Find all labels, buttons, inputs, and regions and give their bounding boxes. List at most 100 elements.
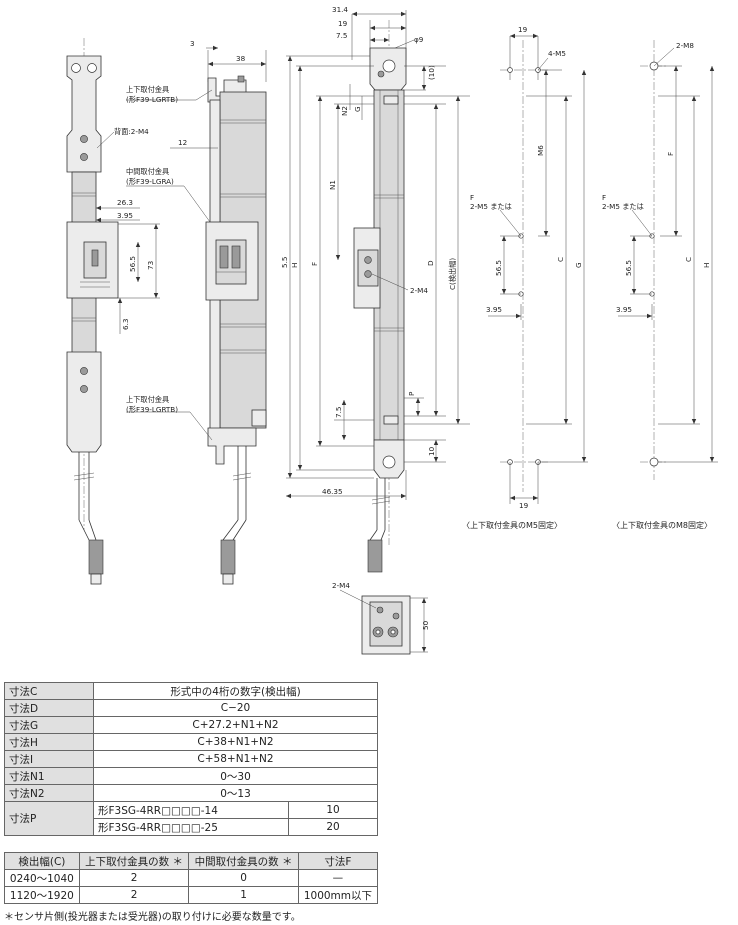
svg-text:38: 38	[236, 54, 246, 63]
dimension-label: 寸法H	[4, 733, 94, 751]
dimension-value: C−20	[93, 699, 378, 717]
svg-text:73: 73	[146, 261, 155, 270]
model-name: 形F3SG-4RR□□□□-14	[93, 801, 289, 819]
svg-text:7.5: 7.5	[334, 407, 343, 418]
dimension-value: 20	[288, 818, 378, 836]
svg-text:19: 19	[338, 19, 348, 28]
svg-text:5.5: 5.5	[280, 257, 289, 268]
svg-text:56.5: 56.5	[128, 256, 137, 272]
side-connector	[220, 539, 236, 575]
svg-text:C: C	[684, 257, 693, 262]
bottom-bracket	[66, 351, 102, 453]
svg-text:F: F	[666, 152, 675, 156]
svg-text:M6: M6	[536, 145, 545, 156]
m8-caption: 〈上下取付金具のM8固定〉	[612, 520, 712, 530]
header-middle-count: 中間取付金具の数 ＊	[188, 852, 299, 870]
bottom-view: 2-M4 50	[332, 581, 430, 655]
svg-text:26.3: 26.3	[117, 198, 133, 207]
top-bracket	[66, 55, 102, 173]
svg-text:上下取付金具: 上下取付金具	[126, 85, 169, 94]
svg-text:56.5: 56.5	[494, 260, 503, 276]
svg-text:6.3: 6.3	[121, 319, 130, 330]
bracket-quantity-table: 検出幅(C) 上下取付金具の数 ＊ 中間取付金具の数 ＊ 寸法F 0240〜10…	[4, 852, 379, 904]
dimension-label: 寸法I	[4, 750, 94, 768]
svg-text:46.35: 46.35	[322, 487, 343, 496]
svg-text:H: H	[290, 263, 299, 268]
main-view: 31.4 19 7.5 φ9 2-M4	[280, 5, 470, 573]
svg-text:10: 10	[427, 446, 436, 456]
svg-text:F: F	[602, 193, 606, 202]
svg-text:2-M4: 2-M4	[332, 581, 350, 590]
m5-caption: 〈上下取付金具のM5固定〉	[462, 520, 562, 530]
svg-text:F: F	[310, 262, 319, 266]
table-row: 0240〜1040 2 0 —	[4, 869, 379, 887]
svg-text:(形F39-LGRTB): (形F39-LGRTB)	[126, 405, 178, 414]
header-detection-width: 検出幅(C)	[4, 852, 80, 870]
main-sensor-body	[373, 89, 405, 441]
svg-text:3: 3	[190, 39, 195, 48]
svg-text:56.5: 56.5	[624, 260, 633, 276]
svg-text:H: H	[702, 263, 711, 268]
svg-text:31.4: 31.4	[332, 5, 348, 14]
dimension-value: 0〜30	[93, 767, 378, 785]
svg-text:C: C	[556, 257, 565, 262]
connector	[88, 539, 104, 575]
svg-text:上下取付金具: 上下取付金具	[126, 395, 169, 404]
svg-text:(10): (10)	[427, 65, 436, 80]
svg-text:(形F39-LGRTB): (形F39-LGRTB)	[126, 95, 178, 104]
svg-text:φ9: φ9	[414, 35, 424, 44]
m5-view: 19 4-M5 19 F 2-M5 または 56.5 3.95 M6 C	[462, 25, 588, 530]
main-connector	[367, 539, 383, 573]
dimension-label: 寸法P	[4, 801, 94, 836]
svg-text:2-M4: 2-M4	[410, 286, 428, 295]
dimension-value: 10	[288, 801, 378, 819]
dimension-value: C+38+N1+N2	[93, 733, 378, 751]
svg-text:G: G	[353, 106, 362, 112]
dimension-value: 形式中の4桁の数字(検出幅)	[93, 682, 378, 700]
dimension-drawing: 背面:2-M4 26.3 3.95 56.5 73 6.3 3 38	[66, 5, 718, 655]
dimension-label: 寸法N2	[4, 784, 94, 802]
dimension-label: 寸法N1	[4, 767, 94, 785]
dimension-value: C+58+N1+N2	[93, 750, 378, 768]
rear-screw-1	[80, 135, 88, 143]
header-dimension-f: 寸法F	[297, 852, 379, 870]
svg-text:D: D	[426, 260, 435, 266]
footnote: ＊センサ片側(投光器または受光器)の取り付けに必要な数量です。	[4, 912, 301, 923]
dimension-label: 寸法D	[4, 699, 94, 717]
svg-text:C(検出幅): C(検出幅)	[448, 258, 457, 290]
svg-text:12: 12	[178, 138, 187, 147]
svg-text:N2: N2	[340, 106, 349, 116]
svg-text:4-M5: 4-M5	[548, 49, 566, 58]
dimension-value: 0〜13	[93, 784, 378, 802]
model-name: 形F3SG-4RR□□□□-25	[93, 818, 289, 836]
m8-view: 2-M8 F 2-M5 または 56.5 3.95 F C H 〈上下取付金具の…	[602, 40, 718, 530]
table-row: 1120〜1920 2 1 1000mm以下	[4, 886, 379, 904]
svg-text:3.95: 3.95	[117, 211, 133, 220]
rear-screw-2	[80, 153, 88, 161]
svg-text:F: F	[470, 193, 474, 202]
side-bottom-bracket	[207, 427, 257, 465]
svg-text:N1: N1	[328, 180, 337, 190]
svg-text:中間取付金具: 中間取付金具	[126, 167, 169, 176]
dimension-label: 寸法G	[4, 716, 94, 734]
svg-text:50: 50	[421, 620, 430, 630]
front-view: 背面:2-M4 26.3 3.95 56.5 73 6.3	[66, 38, 160, 585]
svg-text:3.95: 3.95	[616, 305, 632, 314]
svg-text:G: G	[574, 262, 583, 268]
side-view: 3 38 12	[126, 39, 267, 585]
svg-text:(形F39-LGRA): (形F39-LGRA)	[126, 177, 174, 186]
rear-thread-label: 背面:2-M4	[114, 127, 149, 136]
svg-text:19: 19	[518, 25, 528, 34]
dimension-value: C+27.2+N1+N2	[93, 716, 378, 734]
dimension-label: 寸法C	[4, 682, 94, 700]
svg-text:2-M8: 2-M8	[676, 41, 694, 50]
